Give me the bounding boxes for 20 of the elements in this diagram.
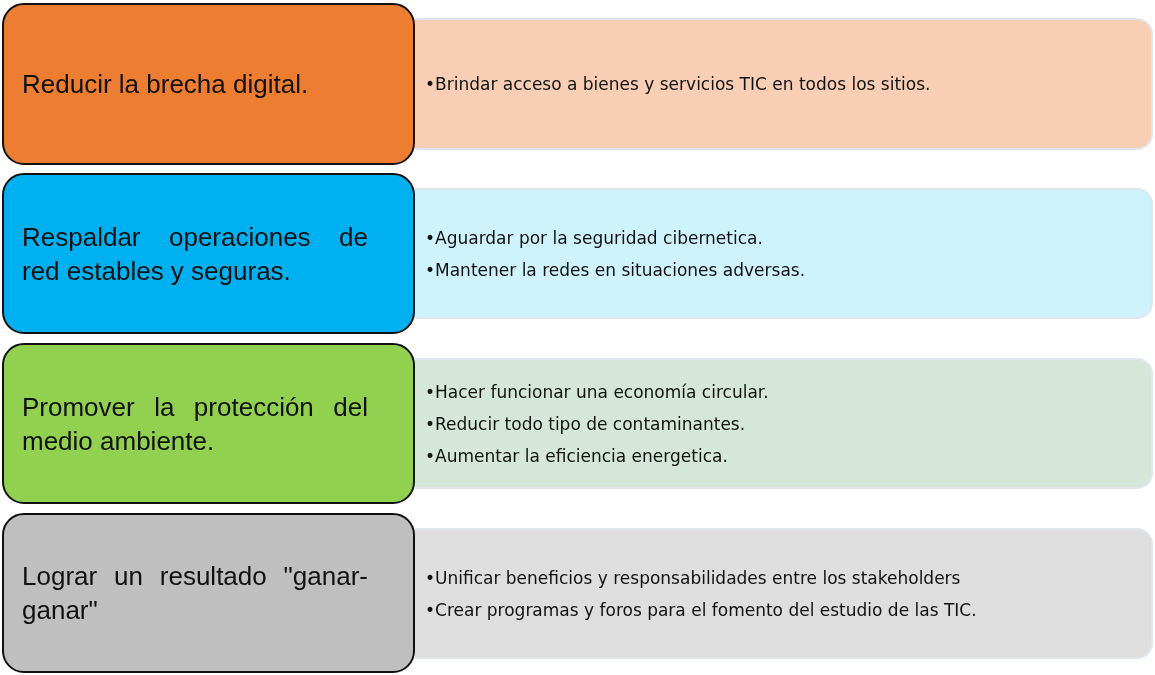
action-panel: [415, 528, 1153, 659]
goal-title: Promover la protección del medio ambiente.: [22, 390, 368, 458]
bullet-item: •Hacer funcionar una economía circular.: [425, 380, 770, 404]
bullet-item: •Aumentar la eficiencia energetica.: [425, 444, 729, 468]
goal-box: [2, 173, 415, 334]
bullet-item: •Aguardar por la seguridad cibernetica.: [425, 226, 764, 250]
goal-title: Reducir la brecha digital.: [22, 68, 310, 101]
goal-title: Respaldar operaciones de red estables y seguras.: [22, 220, 368, 288]
goal-box: [2, 3, 415, 165]
bullet-item: •Reducir todo tipo de contaminantes.: [425, 412, 747, 436]
goal-title: Lograr un resultado "ganar-ganar": [22, 560, 368, 627]
action-panel: [415, 358, 1153, 489]
goal-box: [2, 343, 415, 504]
action-panel: [415, 188, 1153, 319]
bullet-item: •Brindar acceso a bienes y servicios TIC en todos los sitios.: [425, 73, 932, 96]
action-panel: [415, 18, 1153, 150]
bullet-item: •Mantener la redes en situaciones adversas.: [425, 258, 807, 282]
bullet-item: •Crear programas y foros para el fomento del estudio de las TIC.: [425, 598, 978, 622]
bullet-item: •Unificar beneficios y responsabilidades entre los stakeholders: [425, 566, 962, 590]
goal-box: [2, 513, 415, 673]
